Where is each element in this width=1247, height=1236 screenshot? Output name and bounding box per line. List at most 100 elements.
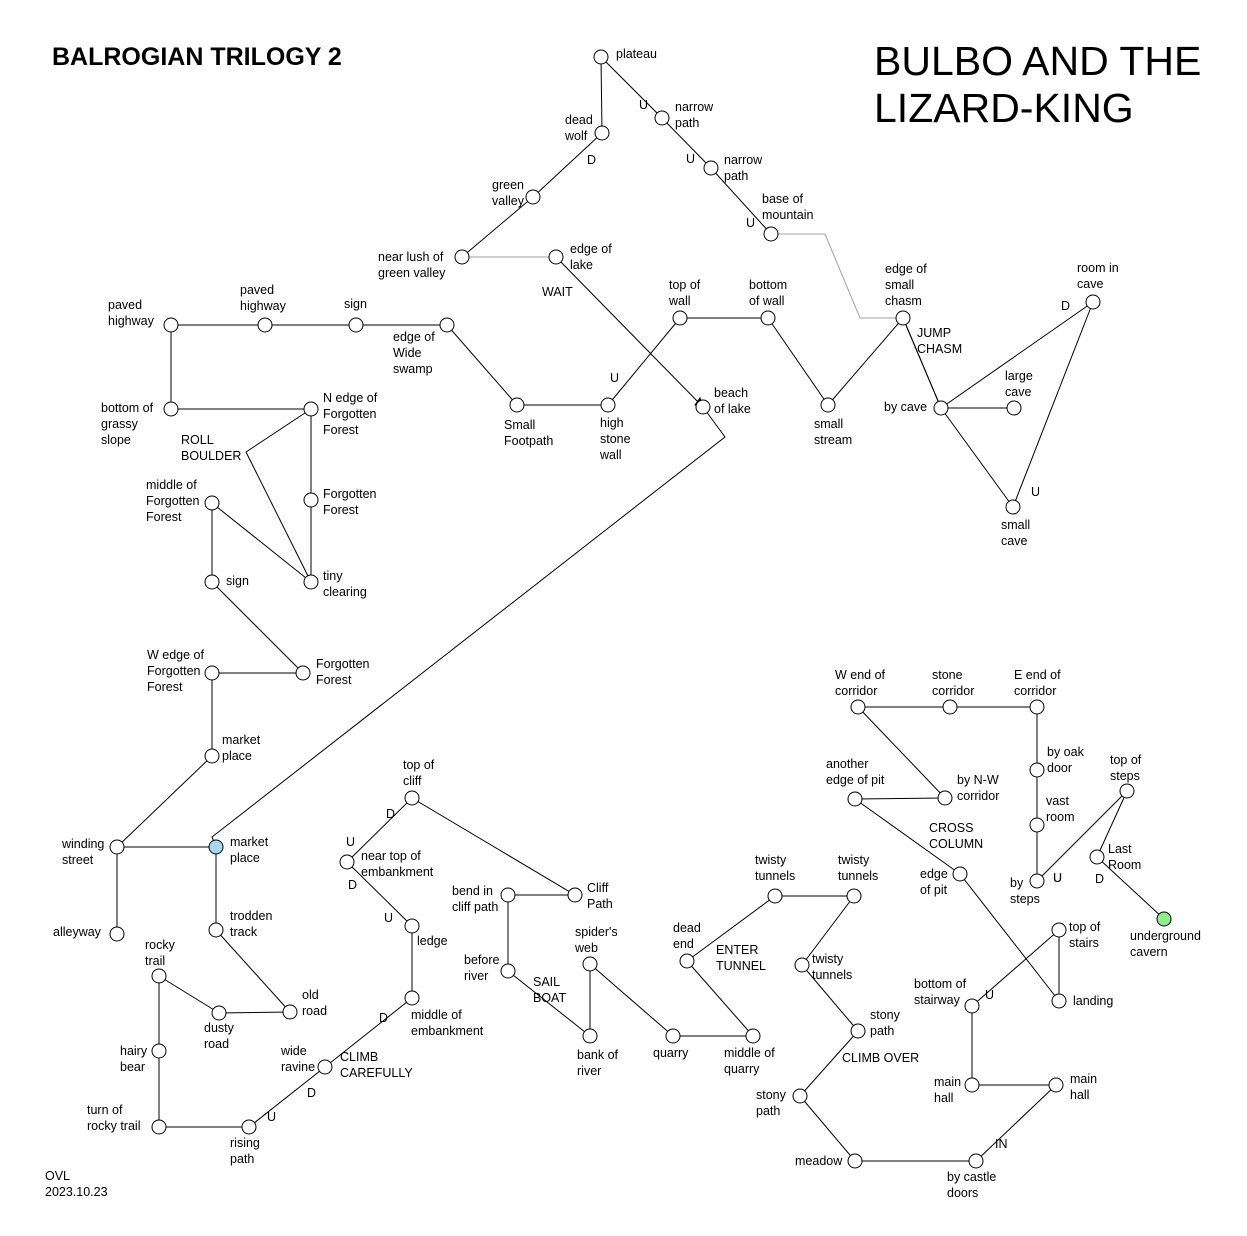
direction-label: D — [379, 1011, 389, 1025]
room-node-wideswamp — [439, 317, 455, 333]
connection-bycave-roomcave — [940, 301, 1094, 409]
connection-path-3 — [211, 406, 726, 848]
direction-label: U — [746, 216, 756, 230]
room-node-roomcave — [1085, 294, 1101, 310]
room-node-bankriver — [582, 1028, 598, 1044]
room-node-eend — [1029, 699, 1045, 715]
room-node-anotheredge — [847, 791, 863, 807]
direction-label: U — [384, 911, 394, 925]
direction-label: D — [1061, 299, 1071, 313]
room-node-wend — [850, 699, 866, 715]
connection-path-5 — [902, 317, 942, 409]
room-node-edgepit — [952, 866, 968, 882]
room-node-vast — [1029, 817, 1045, 833]
connection-smallcave-roomcave — [1012, 301, 1094, 508]
room-node-edgechasm — [895, 310, 911, 326]
connection-topsteps-lastroom — [1096, 790, 1128, 858]
room-node-nearlush — [454, 249, 470, 265]
connection-anotheredge-edgepit — [854, 798, 961, 875]
room-node-basemtn — [763, 226, 779, 242]
connection-oldroad-dusty — [218, 1011, 291, 1014]
connection-stonypath1-stonypath2 — [799, 1030, 859, 1097]
connection-narrow2-basemtn — [710, 167, 772, 235]
room-node-twisty2 — [846, 888, 862, 904]
direction-label: U — [686, 152, 696, 166]
direction-label: U — [267, 1110, 277, 1124]
room-node-grassy — [163, 401, 179, 417]
room-node-deadend — [679, 953, 695, 969]
room-node-alley — [109, 926, 125, 942]
room-node-bysteps — [1029, 873, 1045, 889]
connection-topcliff-cliffpath — [411, 797, 576, 896]
room-node-beachlake — [695, 399, 711, 415]
room-node-ledge — [404, 918, 420, 934]
room-label-plateau: plateau — [616, 47, 658, 61]
room-node-tiny — [303, 574, 319, 590]
room-node-meadow — [847, 1153, 863, 1169]
room-node-narrow1 — [654, 110, 670, 126]
room-node-market2 — [208, 839, 224, 855]
room-node-twisty1 — [767, 888, 783, 904]
room-node-mainhall1 — [964, 1077, 980, 1093]
connection-path-1 — [771, 233, 903, 319]
series-title: BALROGIAN TRILOGY 2 — [52, 43, 342, 71]
game-title-line2: LIZARD-KING — [874, 85, 1134, 131]
room-node-paved1 — [163, 317, 179, 333]
direction-label: D — [307, 1086, 317, 1100]
room-node-stonecorr — [942, 699, 958, 715]
connection-midquarry-deadend — [686, 960, 754, 1037]
room-node-botstair — [964, 998, 980, 1014]
room-node-cliffpath — [567, 887, 583, 903]
room-node-nedge — [303, 401, 319, 417]
room-node-wideravine — [317, 1059, 333, 1075]
room-node-castledoors — [968, 1153, 984, 1169]
room-node-greenvalley — [525, 189, 541, 205]
connection-neartop-topcliff — [346, 797, 413, 863]
room-node-before — [500, 963, 516, 979]
credit: OVL 2023.10.23 — [45, 1168, 108, 1200]
connection-twisty3-stonypath1 — [801, 964, 859, 1032]
room-node-rising — [241, 1119, 257, 1135]
room-node-topcliff — [404, 790, 420, 806]
room-node-mainhall2 — [1048, 1077, 1064, 1093]
room-node-topsteps — [1119, 783, 1135, 799]
direction-label: U — [1053, 871, 1063, 885]
action-label-wait: WAIT — [542, 285, 573, 299]
